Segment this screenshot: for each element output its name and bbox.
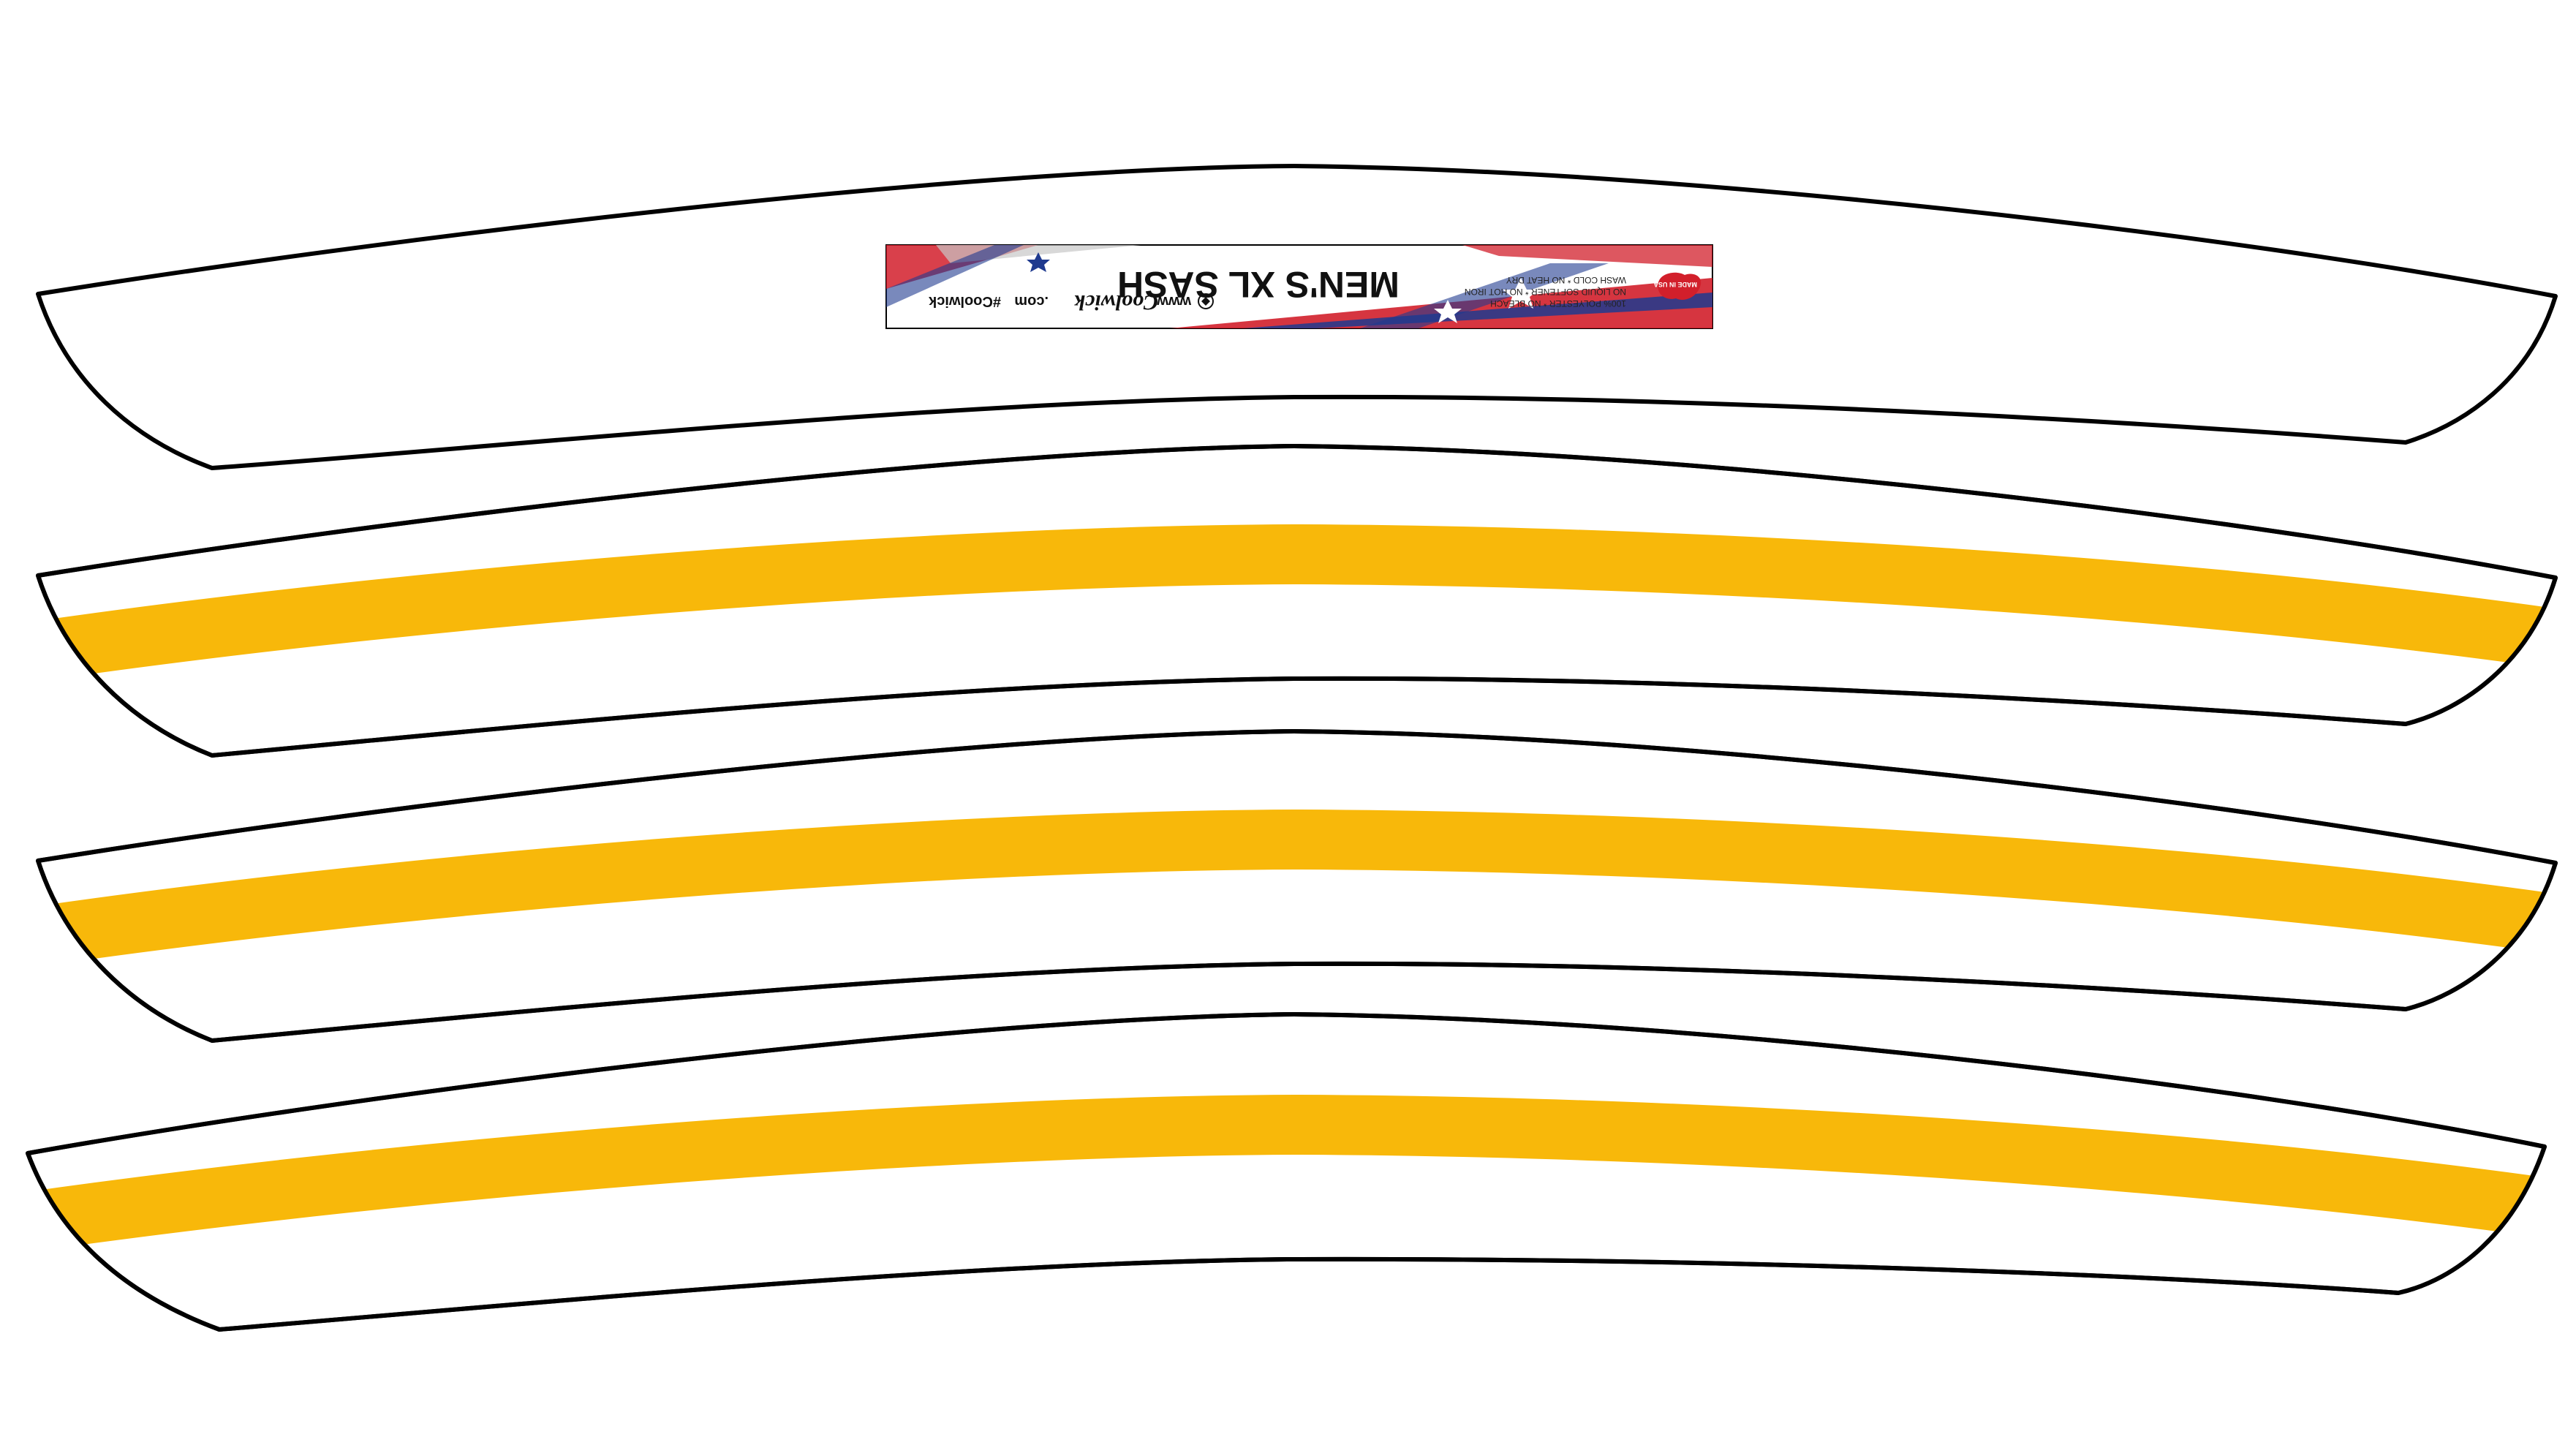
sash-label: MEN'S XL SASH www. Coolwick .com #Coolwi… <box>885 244 1713 329</box>
label-title: MEN'S XL SASH <box>1117 264 1400 305</box>
label-care-line: NO LIQUID SOFTENER * NO HOT IRON <box>1465 287 1626 297</box>
usa-badge-icon: MADE IN USA <box>1653 272 1701 300</box>
badge-text: MADE IN USA <box>1653 281 1697 288</box>
sash-panel-4 <box>26 1012 2547 1332</box>
label-hashtag: #Coolwick <box>928 293 1001 309</box>
sash-panel-outline <box>26 1012 2547 1332</box>
label-url-suffix: .com <box>1014 293 1049 309</box>
label-brand: Coolwick <box>1074 290 1158 314</box>
label-care-line: 100% POLYESTER * NO BLEACH <box>1490 298 1626 309</box>
sash-panel-3 <box>36 729 2558 1043</box>
label-care-line: WASH COLD * NO HEAT DRY <box>1506 275 1626 285</box>
sash-stripe <box>28 1094 2545 1255</box>
sash-stripe <box>38 524 2556 684</box>
sash-stripe <box>38 809 2556 970</box>
sash-panel-2 <box>36 444 2558 758</box>
coolwick-logo-icon <box>1198 293 1214 309</box>
label-url-prefix: www. <box>1154 293 1192 309</box>
sash-panel-outline <box>36 729 2558 1043</box>
sash-panel-outline <box>36 444 2558 758</box>
flag-graphic <box>886 245 1712 328</box>
